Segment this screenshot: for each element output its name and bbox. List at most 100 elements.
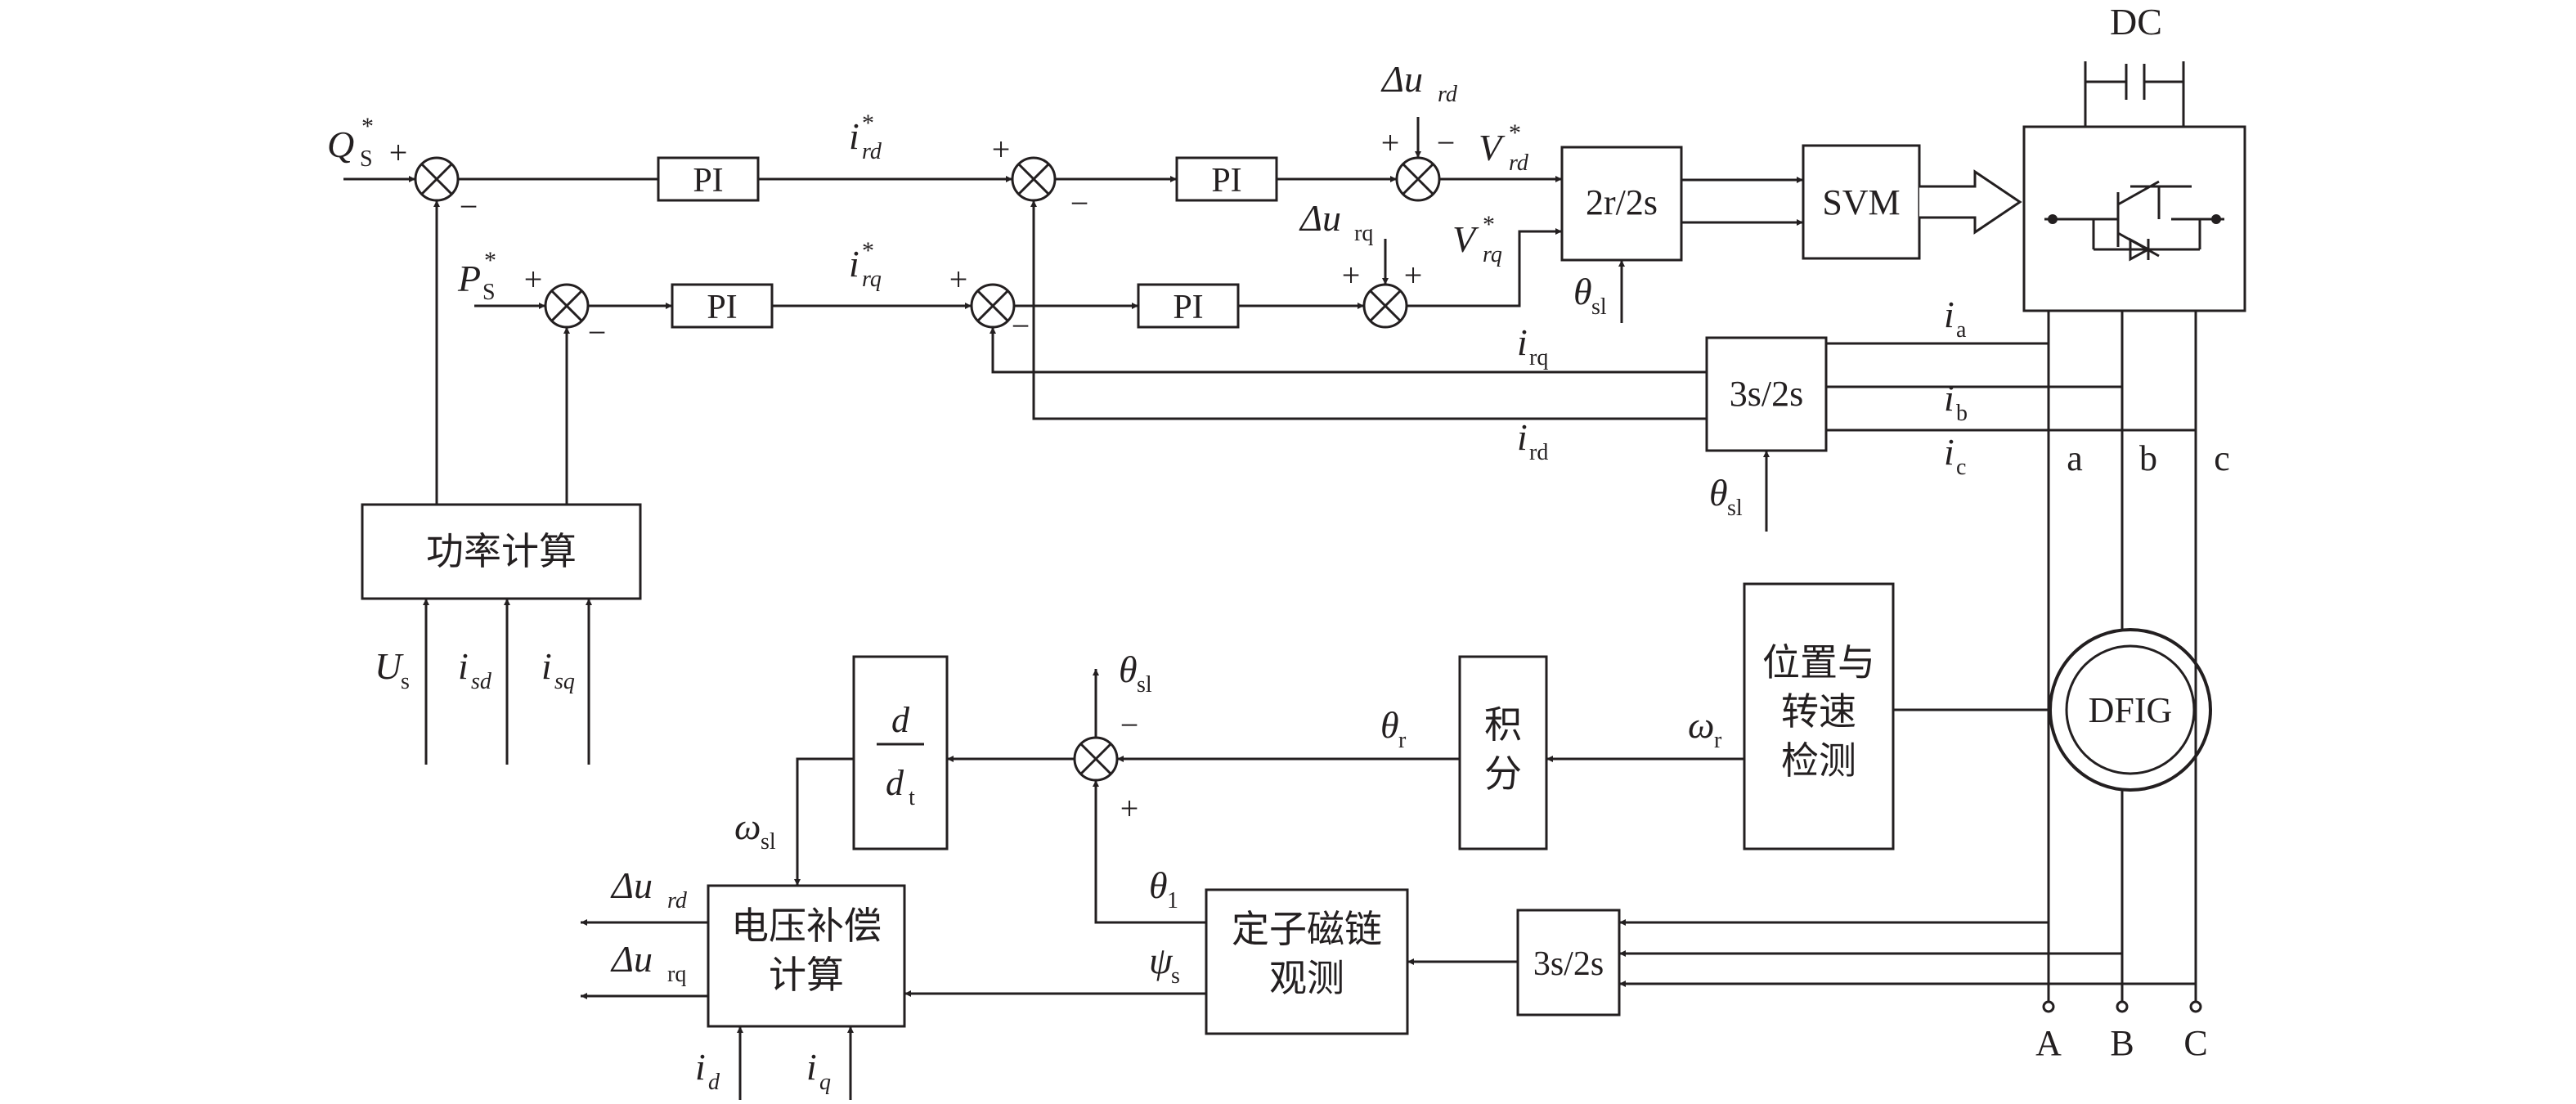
svg-text:sl: sl bbox=[761, 829, 776, 855]
svg-text:PI: PI bbox=[693, 162, 723, 200]
svg-text:+: + bbox=[1381, 124, 1400, 161]
label-theta-r: θ r bbox=[1380, 704, 1407, 753]
pi-block-p: PI bbox=[671, 283, 774, 329]
svg-text:−: − bbox=[588, 314, 607, 351]
transform-2r-2s-block: 2r/2s bbox=[1560, 146, 1683, 262]
transform-3s-2s-stator-block: 3s/2s bbox=[1516, 909, 1621, 1016]
label-ic: i c bbox=[1944, 431, 1966, 480]
svg-text:sl: sl bbox=[1591, 294, 1607, 320]
label-id: i d bbox=[695, 1046, 720, 1095]
svg-text:*: * bbox=[862, 237, 874, 264]
svg-text:DC: DC bbox=[2110, 1, 2162, 43]
svg-text:−: − bbox=[460, 188, 478, 225]
svg-text:b: b bbox=[2139, 438, 2157, 478]
svg-text:θ: θ bbox=[1709, 472, 1728, 514]
svg-text:+: + bbox=[949, 261, 968, 298]
phase-labels-grid: A B C bbox=[2035, 1023, 2208, 1063]
svg-text:+: + bbox=[1342, 257, 1361, 294]
svg-text:S: S bbox=[482, 280, 496, 305]
svg-text:t: t bbox=[909, 785, 915, 810]
svg-text:B: B bbox=[2110, 1023, 2134, 1063]
dc-link-capacitor: DC bbox=[2084, 1, 2185, 127]
svg-text:θ: θ bbox=[1119, 648, 1138, 690]
svg-text:θ: θ bbox=[1149, 864, 1168, 906]
pi-block-irq: PI bbox=[1137, 283, 1240, 329]
svg-text:*: * bbox=[1483, 211, 1495, 238]
position-speed-block: 位置与 转速 检测 bbox=[1743, 582, 1895, 850]
label-iq: i q bbox=[806, 1046, 831, 1095]
svg-text:d: d bbox=[891, 700, 910, 740]
svg-text:计算: 计算 bbox=[769, 953, 844, 997]
sum-junction-irq bbox=[970, 283, 1016, 329]
label-qs-ref: Q S * bbox=[327, 113, 374, 172]
svg-text:ω: ω bbox=[734, 806, 761, 847]
svg-text:*: * bbox=[1509, 119, 1521, 146]
svg-text:sd: sd bbox=[471, 669, 492, 694]
svg-text:a: a bbox=[1956, 317, 1967, 343]
svg-text:ψ: ψ bbox=[1149, 940, 1174, 981]
svg-text:a: a bbox=[2067, 438, 2083, 478]
dfig-generator: DFIG bbox=[2049, 628, 2212, 792]
svg-text:sl: sl bbox=[1137, 672, 1152, 698]
svg-text:c: c bbox=[2214, 438, 2230, 478]
svg-text:s: s bbox=[401, 669, 410, 694]
label-ps-ref: P S * bbox=[457, 247, 496, 305]
svg-text:q: q bbox=[819, 1070, 831, 1095]
svg-text:rq: rq bbox=[667, 962, 686, 987]
svg-text:sq: sq bbox=[554, 669, 575, 694]
svg-text:+: + bbox=[992, 131, 1011, 168]
label-omega-r: ω r bbox=[1688, 704, 1722, 753]
svg-text:V: V bbox=[1479, 127, 1506, 168]
svg-text:U: U bbox=[375, 645, 404, 687]
label-vrd-ref: V rd * bbox=[1479, 119, 1529, 176]
label-du-rq-out: Δu rq bbox=[610, 938, 686, 987]
label-ia: i a bbox=[1944, 294, 1967, 343]
svg-text:d: d bbox=[886, 763, 904, 803]
svg-text:A: A bbox=[2035, 1023, 2062, 1063]
svg-text:i: i bbox=[1944, 377, 1954, 419]
voltage-comp-block: 电压补偿 计算 bbox=[707, 884, 906, 1028]
svg-text:r: r bbox=[1714, 728, 1722, 753]
svg-text:检测: 检测 bbox=[1781, 738, 1856, 783]
label-irq-fb: i rq bbox=[1517, 321, 1548, 370]
svg-text:i: i bbox=[458, 645, 469, 687]
svg-text:i: i bbox=[1517, 321, 1528, 363]
pi-block-ird: PI bbox=[1175, 156, 1278, 202]
sum-junction-q bbox=[414, 156, 460, 202]
svg-text:PI: PI bbox=[707, 289, 737, 326]
svg-text:rd: rd bbox=[1509, 150, 1529, 176]
label-du-rd: Δu rd bbox=[1380, 58, 1458, 107]
svg-text:+: + bbox=[389, 134, 408, 171]
svg-text:θ: θ bbox=[1573, 271, 1592, 312]
svg-text:rq: rq bbox=[1483, 242, 1502, 267]
label-theta-sl-2r: θ sl bbox=[1573, 271, 1607, 320]
signal-lines bbox=[343, 117, 2202, 1100]
stator-flux-block: 定子磁链 观测 bbox=[1205, 888, 1409, 1035]
svg-text:i: i bbox=[1944, 431, 1954, 473]
svg-text:转速: 转速 bbox=[1781, 689, 1856, 734]
label-isq: i sq bbox=[541, 645, 575, 694]
svg-text:i: i bbox=[849, 115, 859, 157]
label-psi-s: ψ s bbox=[1149, 940, 1180, 989]
integrator-block: 积 分 bbox=[1458, 655, 1548, 850]
svg-text:3s/2s: 3s/2s bbox=[1730, 374, 1803, 414]
svg-text:s: s bbox=[1171, 963, 1180, 989]
svg-text:Δu: Δu bbox=[610, 864, 653, 906]
svg-text:1: 1 bbox=[1167, 888, 1178, 913]
sum-junction-vrq bbox=[1362, 283, 1408, 329]
svg-text:rq: rq bbox=[1529, 345, 1548, 370]
derivative-block: d d t bbox=[852, 655, 949, 850]
sum-junction-vrd bbox=[1395, 156, 1441, 202]
transform-3s-2s-rotor-block: 3s/2s bbox=[1705, 336, 1828, 452]
svg-text:rd: rd bbox=[1438, 82, 1458, 107]
svg-text:b: b bbox=[1956, 401, 1968, 426]
junction-signs: + − + − + − + − + − + + − + bbox=[389, 124, 1456, 827]
label-theta-1: θ 1 bbox=[1149, 864, 1178, 913]
svg-text:c: c bbox=[1956, 455, 1966, 480]
svg-text:观测: 观测 bbox=[1269, 956, 1344, 1000]
label-ird-ref: i rd * bbox=[849, 110, 882, 164]
svg-text:i: i bbox=[1944, 294, 1954, 335]
svg-text:+: + bbox=[524, 261, 543, 298]
label-omega-sl: ω sl bbox=[734, 806, 776, 855]
